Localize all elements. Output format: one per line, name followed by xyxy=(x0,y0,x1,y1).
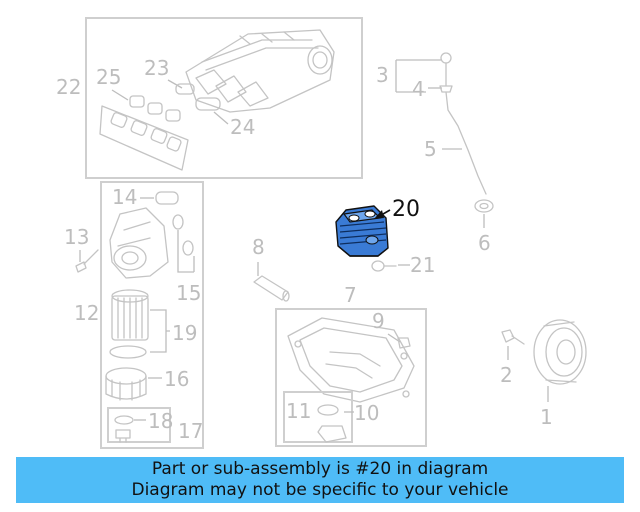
sealant-10-part xyxy=(317,425,347,443)
callout-19: 19 xyxy=(172,321,197,345)
orings-15-part xyxy=(172,214,194,256)
callout-9: 9 xyxy=(372,309,385,333)
oil-filter-housing-part xyxy=(109,207,169,279)
pipe-8-part xyxy=(253,275,290,302)
callout-3: 3 xyxy=(376,63,389,87)
callout-25: 25 xyxy=(96,65,121,89)
callout-1: 1 xyxy=(540,405,553,429)
leader-3 xyxy=(395,59,442,93)
callout-11: 11 xyxy=(286,399,311,423)
oring-11-part xyxy=(317,404,339,416)
callout-8: 8 xyxy=(252,235,265,259)
intake-gasket-25-part xyxy=(99,105,189,171)
bolt-9-part xyxy=(397,337,411,349)
bolt-2-part xyxy=(501,329,525,345)
oil-pan-group-box xyxy=(275,308,427,447)
banner-line-2: Diagram may not be specific to your vehi… xyxy=(131,480,509,500)
callout-13: 13 xyxy=(64,225,89,249)
dipstick-seal-6-part xyxy=(474,199,494,213)
callout-15: 15 xyxy=(176,281,201,305)
oil-filter-part xyxy=(111,289,149,341)
callout-7: 7 xyxy=(344,283,357,307)
leader-19 xyxy=(150,309,170,353)
bolt-21-part xyxy=(371,260,397,272)
callout-2: 2 xyxy=(500,363,513,387)
callout-18: 18 xyxy=(148,409,173,433)
callout-23: 23 xyxy=(144,56,169,80)
crank-pulley-part xyxy=(533,319,587,385)
callout-22: 22 xyxy=(56,75,81,99)
callout-14: 14 xyxy=(112,185,137,209)
intake-group-box xyxy=(85,17,363,179)
gasket-group-box xyxy=(283,391,353,443)
leader-15 xyxy=(177,230,195,273)
intake-manifold-part xyxy=(185,29,335,113)
callout-4: 4 xyxy=(412,77,425,101)
bolt-13-part xyxy=(75,249,99,273)
leader-23 xyxy=(167,79,183,89)
gasket-14-part xyxy=(155,191,179,205)
leader-25 xyxy=(111,89,129,101)
leader-24 xyxy=(213,111,229,125)
callout-12: 12 xyxy=(74,301,99,325)
info-banner: Part or sub-assembly is #20 in diagram D… xyxy=(16,457,624,503)
callout-24: 24 xyxy=(230,115,255,139)
gasket-24-part xyxy=(195,97,221,111)
leader-20-arrow xyxy=(374,210,384,219)
washer-18-part xyxy=(114,415,134,425)
callout-5: 5 xyxy=(424,137,437,161)
drain-plug-group-box xyxy=(107,407,171,443)
oring-19-part xyxy=(109,345,147,359)
gasket-23-part xyxy=(175,83,195,95)
gasket-set-25-part xyxy=(129,95,181,122)
callout-10: 10 xyxy=(354,401,379,425)
callout-6: 6 xyxy=(478,231,491,255)
banner-line-1: Part or sub-assembly is #20 in diagram xyxy=(151,459,489,479)
oil-pan-part xyxy=(287,317,415,403)
callout-20: 20 xyxy=(392,197,420,222)
callout-17: 17 xyxy=(178,419,203,443)
filter-housing-group-box xyxy=(100,181,204,449)
callout-21: 21 xyxy=(410,253,435,277)
dipstick-part xyxy=(439,52,487,195)
drain-plug-part xyxy=(115,429,131,443)
filter-cap-part xyxy=(105,367,147,401)
callout-16: 16 xyxy=(164,367,189,391)
